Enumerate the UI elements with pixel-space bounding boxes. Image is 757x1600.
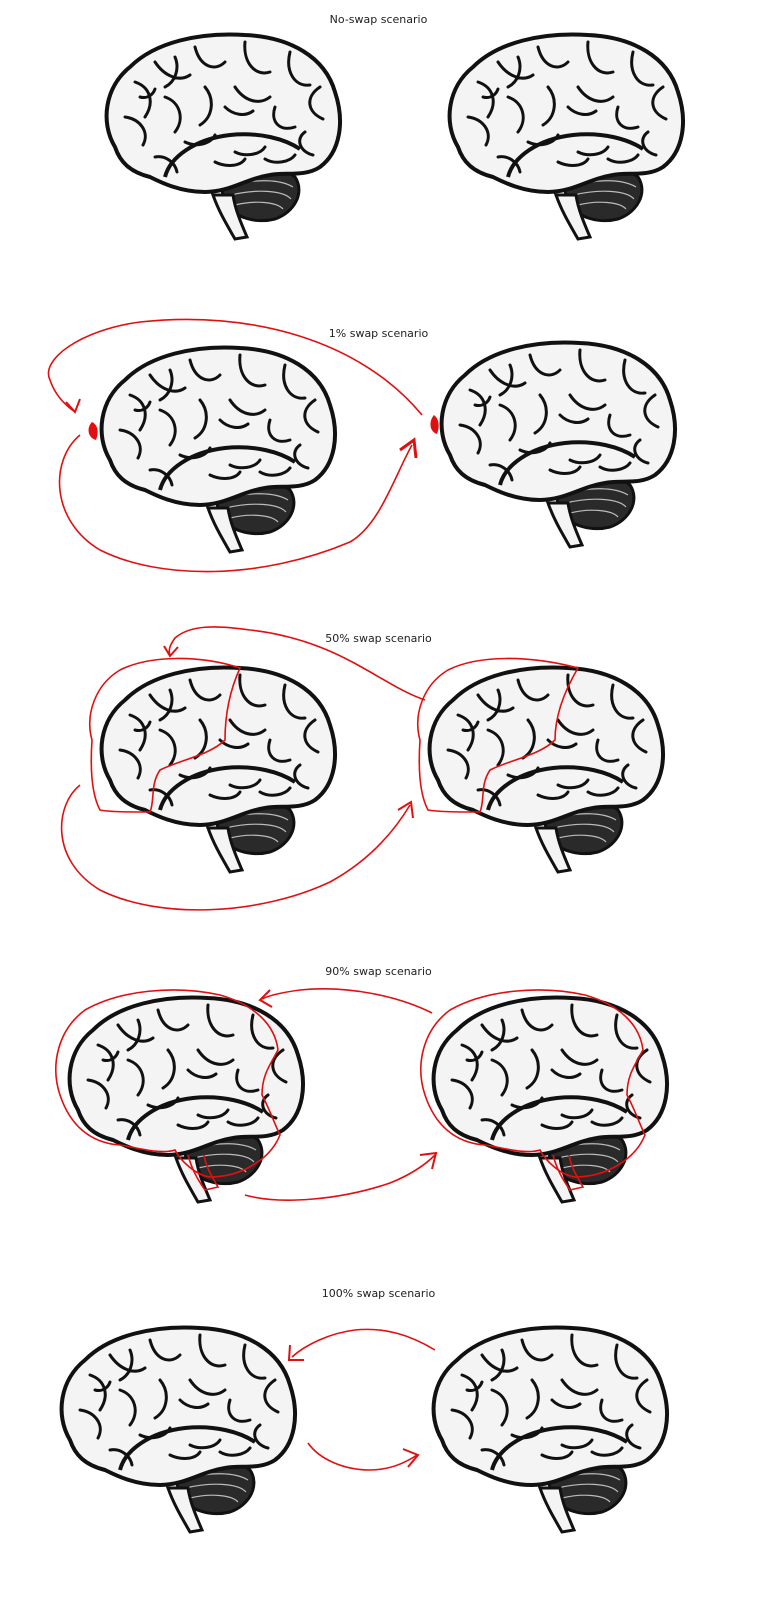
right-brain <box>447 32 685 242</box>
panel-title: 50% swap scenario <box>325 632 432 645</box>
right-swap-region <box>430 415 439 434</box>
top-arrow <box>168 626 426 701</box>
left-brain <box>59 1325 297 1534</box>
right-swap-region <box>417 657 580 813</box>
panel-100pct-swap: 100% swap scenario <box>0 1275 757 1600</box>
top-arrow <box>47 318 423 416</box>
90pct-swap-scene <box>55 988 669 1204</box>
top-arrow-head <box>163 645 179 658</box>
no-swap-scene <box>104 32 685 242</box>
top-arrow <box>261 988 433 1014</box>
right-brain <box>439 340 677 549</box>
right-stem-outline <box>552 1154 585 1191</box>
panel-title: 100% swap scenario <box>321 1287 436 1300</box>
left-brain <box>99 345 337 554</box>
panel-title: 1% swap scenario <box>328 327 429 340</box>
1pct-swap-scene <box>47 318 677 573</box>
panel-title: No-swap scenario <box>329 13 428 26</box>
top-arrow-head <box>258 989 273 1008</box>
top-arrow-head <box>287 1344 304 1361</box>
50pct-swap-scene <box>60 626 665 911</box>
left-brain <box>104 32 342 242</box>
left-swap-region <box>89 657 242 813</box>
right-swap-region <box>420 989 646 1178</box>
bottom-arrow-head <box>419 1151 438 1170</box>
left-stem-outline <box>187 1154 220 1191</box>
top-arrow <box>291 1328 436 1358</box>
100pct-swap-scene <box>59 1325 669 1534</box>
bottom-arrow <box>58 434 413 573</box>
bottom-arrow-head <box>399 437 418 459</box>
bottom-arrow-head <box>402 1448 420 1468</box>
panel-title: 90% swap scenario <box>325 965 432 978</box>
right-brain <box>427 665 665 874</box>
left-swap-region <box>55 989 281 1178</box>
bottom-arrow-head <box>397 800 414 819</box>
panel-90pct-swap: 90% swap scenario <box>0 955 757 1245</box>
right-brain <box>431 1325 669 1534</box>
bottom-arrow <box>244 1154 436 1201</box>
left-brain <box>67 995 305 1204</box>
bottom-arrow <box>60 784 411 911</box>
bottom-arrow <box>307 1442 418 1471</box>
right-brain <box>431 995 669 1204</box>
panel-no-swap: No-swap scenario <box>0 0 757 300</box>
panel-1pct-swap: 1% swap scenario <box>0 300 757 600</box>
left-brain <box>99 665 337 874</box>
left-swap-region <box>88 422 98 440</box>
top-arrow-head <box>65 398 81 414</box>
panel-50pct-swap: 50% swap scenario <box>0 620 757 940</box>
